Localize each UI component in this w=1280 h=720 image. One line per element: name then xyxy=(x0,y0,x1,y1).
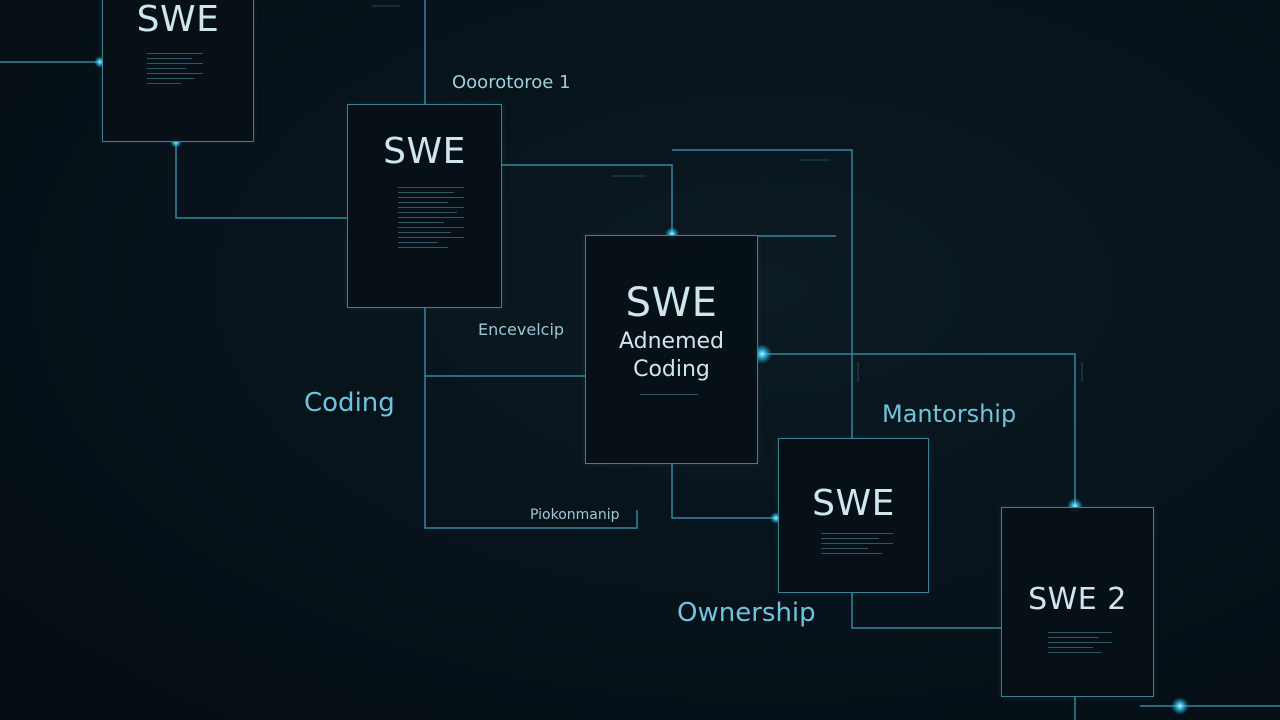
swe-card-1: SWE xyxy=(102,0,254,142)
wire-card3-right xyxy=(762,353,1076,508)
label-top: Ooorotoroe 1 xyxy=(452,72,571,93)
swe-card-2-title: SWE xyxy=(383,131,466,172)
wire-card3-to-card4 xyxy=(671,462,776,519)
swe-card-4-text-lines xyxy=(821,533,893,558)
swe-card-3-title: SWE xyxy=(625,280,718,326)
swe-card-2-text-lines xyxy=(398,187,464,252)
swe-card-3-text-lines xyxy=(640,394,698,399)
swe-card-5-title: SWE 2 xyxy=(1028,582,1127,617)
swe-card-3: SWE Adnemed Coding xyxy=(585,235,758,464)
swe-card-3-subtitle-1: Adnemed xyxy=(618,329,725,354)
wire-box-outline xyxy=(672,149,853,438)
swe-card-1-text-lines xyxy=(147,53,203,88)
wire-card1-to-card2 xyxy=(175,142,348,219)
label-ownership: Ownership xyxy=(677,598,816,628)
label-coding: Coding xyxy=(304,388,395,418)
label-mentorship: Mantorship xyxy=(882,400,1017,428)
wire-card2-right xyxy=(500,164,673,234)
wire-card4-to-card5 xyxy=(851,592,1002,629)
swe-card-3-subtitle-2: Coding xyxy=(633,357,710,382)
swe-card-5-text-lines xyxy=(1048,632,1112,657)
swe-card-4-title: SWE xyxy=(812,483,895,524)
wire-card2-down xyxy=(424,306,638,529)
label-middle-small: Encevelcip xyxy=(478,320,565,339)
label-bottom-small: Piokonmanip xyxy=(530,507,620,523)
swe-card-2: SWE xyxy=(347,104,502,308)
swe-card-4: SWE xyxy=(778,438,929,593)
swe-card-1-title: SWE xyxy=(136,0,220,40)
swe-card-5: SWE 2 xyxy=(1001,507,1154,697)
